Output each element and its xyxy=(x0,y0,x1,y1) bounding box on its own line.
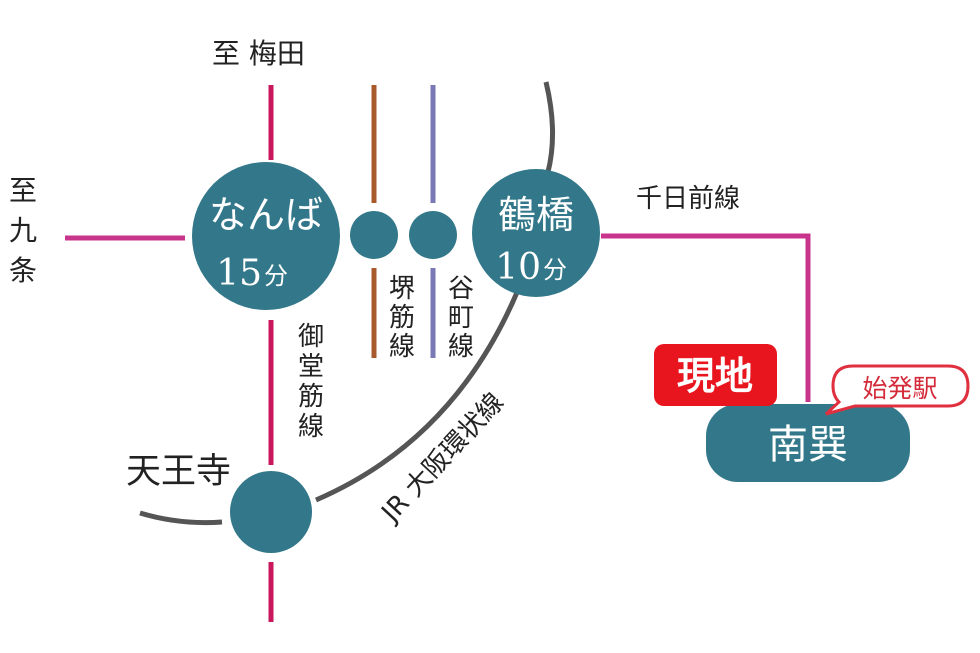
direction-kujo-char-1: 至 xyxy=(9,174,37,207)
station-minamitatsumi-box xyxy=(706,404,910,482)
tanimachi-line-label-char-2: 町 xyxy=(448,303,474,333)
station-namba-circle xyxy=(192,162,340,310)
station-tennoji[interactable] xyxy=(230,471,312,553)
jr-loop-line-west-of-tennoji xyxy=(139,510,223,526)
site-badge-label: 現地 xyxy=(677,354,753,398)
sakaisuji-line-label-char-3: 線 xyxy=(389,332,415,362)
direction-kujo-char-2: 九 xyxy=(9,214,37,247)
station-tennoji-label: 天王寺 xyxy=(126,452,231,492)
station-minamitatsumi-name: 南巽 xyxy=(768,422,848,468)
jr-loop-line-north xyxy=(543,81,555,173)
station-tsuruhashi-name: 鶴橋 xyxy=(498,193,574,237)
midosuji-line-label-char-3: 筋 xyxy=(298,382,324,412)
station-tanimachi-transfer[interactable] xyxy=(409,211,457,259)
station-tsuruhashi-minutes: 10 xyxy=(495,247,541,288)
origin-bubble xyxy=(824,364,970,416)
midosuji-line-label-char-4: 線 xyxy=(298,412,324,442)
midosuji-line-label-char-1: 御 xyxy=(298,322,324,352)
direction-kujo-char-3: 条 xyxy=(9,254,37,287)
midosuji-line-label-char-2: 堂 xyxy=(298,352,324,382)
station-tsuruhashi[interactable]: 鶴橋 10 分 xyxy=(472,169,600,297)
sennichimae-line-east xyxy=(601,233,811,402)
sennichimae-line-label: 千日前線 xyxy=(636,184,740,214)
station-namba-minutes: 15 xyxy=(216,253,262,294)
station-minamitatsumi[interactable]: 南巽 xyxy=(706,404,910,482)
tanimachi-line-label-char-3: 線 xyxy=(448,332,474,362)
station-namba-name: なんば xyxy=(209,193,323,237)
origin-bubble-label: 始発駅 xyxy=(862,374,937,403)
tanimachi-line-label-char-1: 谷 xyxy=(448,274,474,304)
direction-umeda-label: 至 梅田 xyxy=(212,37,305,70)
station-namba[interactable]: なんば 15 分 xyxy=(192,162,340,310)
station-sakaisuji-transfer[interactable] xyxy=(350,211,398,259)
station-namba-unit: 分 xyxy=(264,262,288,290)
sakaisuji-line-label-char-1: 堺 xyxy=(389,274,415,304)
station-tsuruhashi-unit: 分 xyxy=(543,256,567,284)
station-tsuruhashi-circle xyxy=(472,169,600,297)
sakaisuji-line-label-char-2: 筋 xyxy=(389,303,415,333)
jr-loop-line-east-to-tennoji xyxy=(315,289,521,503)
site-badge-box xyxy=(654,344,777,406)
